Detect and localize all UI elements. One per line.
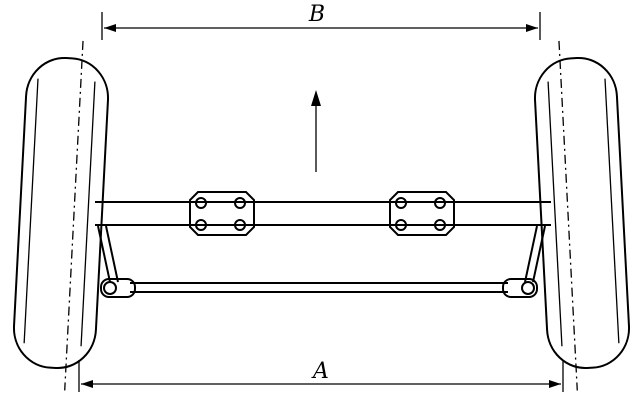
right-spring-mount [389,191,455,236]
extension-lines [78,12,564,392]
dimension-b-label: B [308,2,325,27]
left-wheel [12,40,110,391]
dimension-a-label: A [311,359,329,384]
right-steering-arm [524,225,546,283]
left-spring-mount [189,191,255,236]
right-wheel [533,40,631,391]
left-steering-arm [97,225,119,283]
tie-rod [100,278,538,298]
axle-beam [95,201,551,226]
travel-direction-arrow [311,90,321,172]
